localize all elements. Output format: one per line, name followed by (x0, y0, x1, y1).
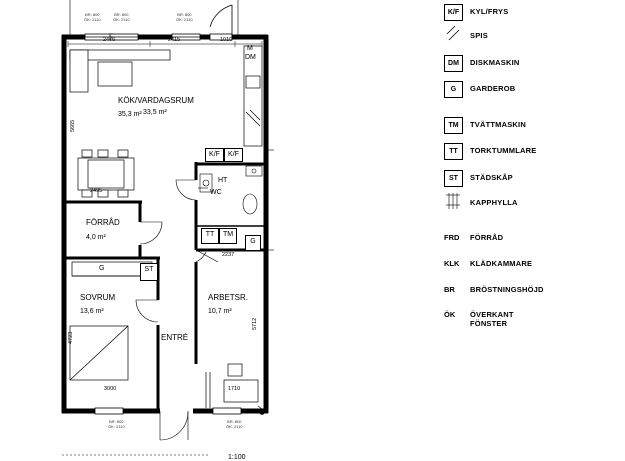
dining-table (77, 149, 135, 198)
bedroom-wardrobe-label: G (99, 265, 105, 272)
bedroom-room-area: 13,6 m² (80, 308, 104, 315)
dim-1710: 1710 (228, 386, 241, 392)
dishwasher-label: DM (245, 54, 256, 61)
scale-label: 1:100 (228, 454, 246, 461)
cleaning-cabinet-box: ST (140, 263, 158, 281)
abbr-text: ÖVERKANT FÖNSTER (470, 310, 514, 328)
legend-code: TM (444, 117, 463, 134)
wc-label: WC (210, 189, 222, 196)
wc-ht-label: HT (218, 177, 228, 184)
kitchen-counter (243, 45, 263, 147)
washing-machine-box: TM (219, 228, 237, 244)
legend-text: TORKTUMMLARE (470, 146, 537, 155)
kitchen-room-area: 35,3 m² (118, 111, 142, 118)
abbr-code: KLK (444, 259, 460, 268)
legend-text: KYL/FRYS (470, 7, 509, 16)
coat-rack-icon (446, 193, 460, 209)
fridge-freezer-box-1: K/F (205, 148, 224, 162)
top-dimension-line (67, 41, 263, 47)
dim-1010: 1010 (220, 37, 233, 43)
legend-text: DISKMASKIN (470, 58, 520, 67)
dim-2495: 2495 (90, 188, 103, 194)
legend-text: TVÄTTMASKIN (470, 120, 526, 129)
dim-3000: 3000 (104, 386, 117, 392)
dim-4723: 4723 (68, 331, 74, 344)
legend-code: TT (444, 143, 463, 160)
legend-text: GARDEROB (470, 84, 516, 93)
top-windows (84, 33, 201, 41)
storage-room-name: FÖRRÅD (86, 218, 120, 227)
sofa (69, 49, 171, 93)
legend-text: STÄDSKÅP (470, 173, 513, 182)
abbr-code: ÖK (444, 310, 456, 319)
office-desk (205, 363, 259, 408)
door-swings (135, 179, 219, 441)
abbr-code: FRD (444, 233, 460, 242)
dim-5712: 5712 (252, 317, 258, 330)
legend-code: DM (444, 55, 463, 72)
bedroom-room-name: SOVRUM (80, 293, 116, 302)
legend-text: SPIS (470, 31, 488, 40)
abbr-text: KLÄDKAMMARE (470, 259, 533, 268)
microwave-label: M (247, 45, 253, 52)
dim-5665: 5665 (70, 119, 76, 132)
dim-2237: 2237 (222, 252, 235, 258)
bathroom-fixtures (198, 165, 263, 215)
interior-walls (64, 162, 266, 411)
fridge-freezer-box-2: K/F (224, 148, 243, 162)
tumble-dryer-box: TT (201, 228, 219, 244)
office-room-name: ARBETSR. (208, 293, 249, 302)
stove-icon (446, 25, 460, 41)
dim-2476: 2476 (103, 37, 116, 43)
legend-code: ST (444, 170, 463, 187)
bed (69, 261, 153, 381)
legend-code: K/F (444, 4, 463, 21)
entry-room-name: ENTRÉ (161, 333, 189, 342)
legend-code: G (444, 81, 463, 98)
kitchen-room-area-alt: 33,5 m² (143, 109, 167, 116)
abbr-text: FÖRRÅD (470, 233, 504, 242)
bottom-windows (94, 407, 242, 415)
office-room-area: 10,7 m² (208, 308, 232, 315)
kitchen-room-name: KÖK/VARDAGSRUM (118, 96, 194, 105)
dim-2415: 2415 (168, 37, 181, 43)
storage-room-area: 4,0 m² (86, 234, 106, 241)
balcony-door (209, 4, 233, 41)
wardrobe-bath-box: G (245, 235, 261, 251)
legend-text: KAPPHYLLA (470, 198, 518, 207)
abbr-text: BRÖSTNINGSHÖJD (470, 285, 544, 294)
abbr-code: BR (444, 285, 455, 294)
